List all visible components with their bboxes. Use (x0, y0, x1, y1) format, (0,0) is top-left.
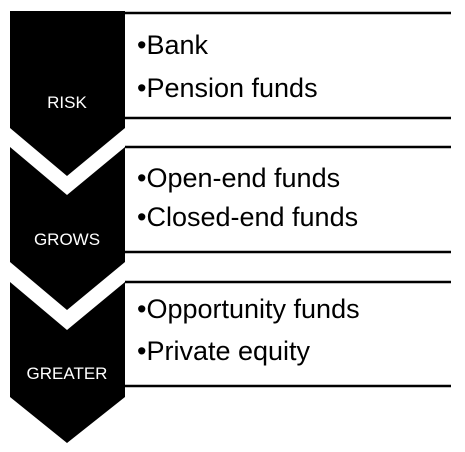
stage-3-item-1: •Opportunity funds (137, 294, 360, 324)
stage-1-chevron (10, 11, 125, 176)
stage-3-panel (125, 280, 451, 388)
stage-3-item-2: •Private equity (137, 336, 311, 366)
stage-3: GREATER •Opportunity funds •Private equi… (10, 280, 451, 443)
stage-3-label: GREATER (27, 364, 108, 383)
stage-1: RISK •Bank •Pension funds (10, 11, 451, 176)
stage-3-chevron (10, 282, 125, 443)
stage-1-item-2: •Pension funds (137, 73, 318, 103)
stage-1-item-1: •Bank (137, 30, 208, 60)
stage-2: GROWS •Open-end funds •Closed-end funds (10, 145, 451, 310)
stage-1-label: RISK (47, 93, 87, 112)
stage-1-panel (125, 11, 451, 120)
stage-2-label: GROWS (34, 230, 100, 249)
stage-2-item-2: •Closed-end funds (137, 202, 358, 232)
stage-2-chevron (10, 147, 125, 310)
stage-2-panel (125, 145, 451, 254)
stage-2-item-1: •Open-end funds (137, 163, 340, 193)
